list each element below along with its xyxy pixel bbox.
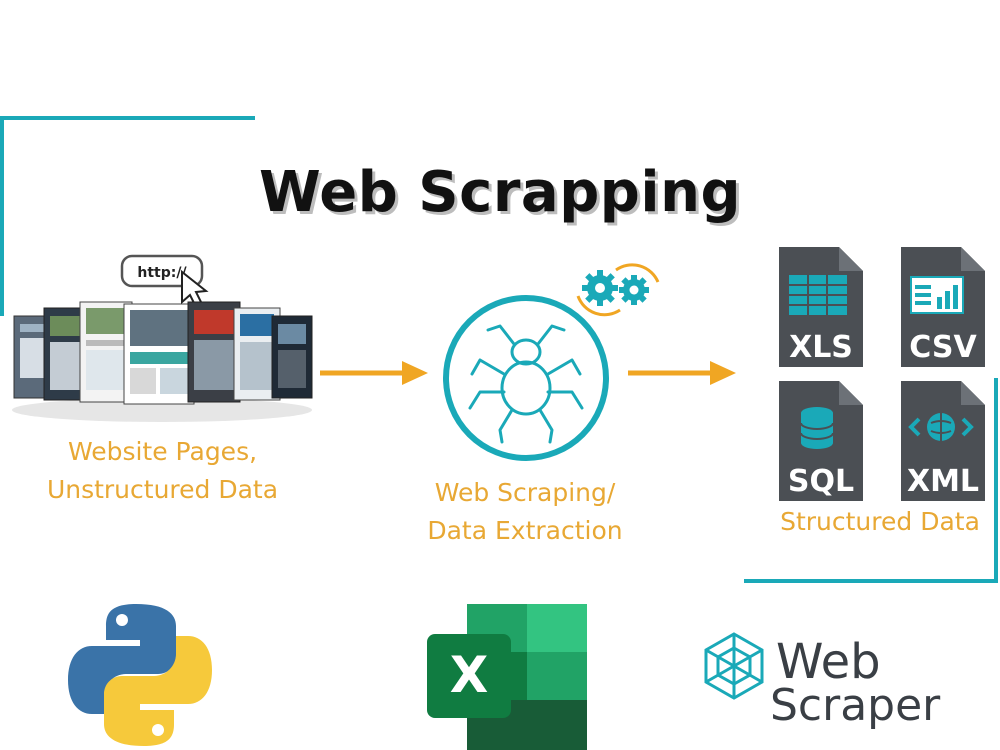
caption-process: Web Scraping/ Data Extraction xyxy=(400,474,650,550)
xls-file-icon: XLS xyxy=(779,247,863,367)
excel-logo-letter: X xyxy=(450,646,489,704)
frame-right xyxy=(994,378,998,583)
arrow-right-1 xyxy=(320,361,428,385)
gears-icon xyxy=(576,263,660,317)
caption-output: Structured Data xyxy=(780,507,980,536)
csv-file-icon: CSV xyxy=(901,247,985,367)
python-logo xyxy=(68,604,212,746)
spiderweb-icon xyxy=(704,632,764,700)
file-icons-grid: XLS CSV SQL XML xyxy=(779,247,985,501)
csv-label: CSV xyxy=(909,330,977,365)
webscraper-logo-word1: Web xyxy=(776,634,881,690)
frame-bottom-right xyxy=(744,579,998,583)
caption-process-line2: Data Extraction xyxy=(427,516,623,545)
spider-icon xyxy=(443,295,609,461)
frame-left xyxy=(0,116,4,316)
sql-label: SQL xyxy=(788,464,854,499)
caption-source-line1: Website Pages, xyxy=(67,437,258,466)
xls-label: XLS xyxy=(789,330,853,365)
caption-source-line2: Unstructured Data xyxy=(46,475,279,504)
excel-logo: X xyxy=(427,604,587,750)
arrow-right-2 xyxy=(628,361,736,385)
website-pages-illustration: http:// xyxy=(12,254,313,422)
sql-file-icon: SQL xyxy=(779,381,863,501)
xml-label: XML xyxy=(907,464,979,499)
url-bubble-text: http:// xyxy=(137,265,187,281)
page-title: Web Scrapping xyxy=(258,160,742,225)
frame-top-left xyxy=(0,116,255,120)
xml-file-icon: XML xyxy=(901,381,985,501)
caption-source: Website Pages, Unstructured Data xyxy=(20,433,305,509)
webscraper-logo-word2: Scraper xyxy=(770,680,941,731)
webscraper-logo: Web Scraper xyxy=(704,632,941,731)
caption-process-line1: Web Scraping/ xyxy=(434,478,616,507)
